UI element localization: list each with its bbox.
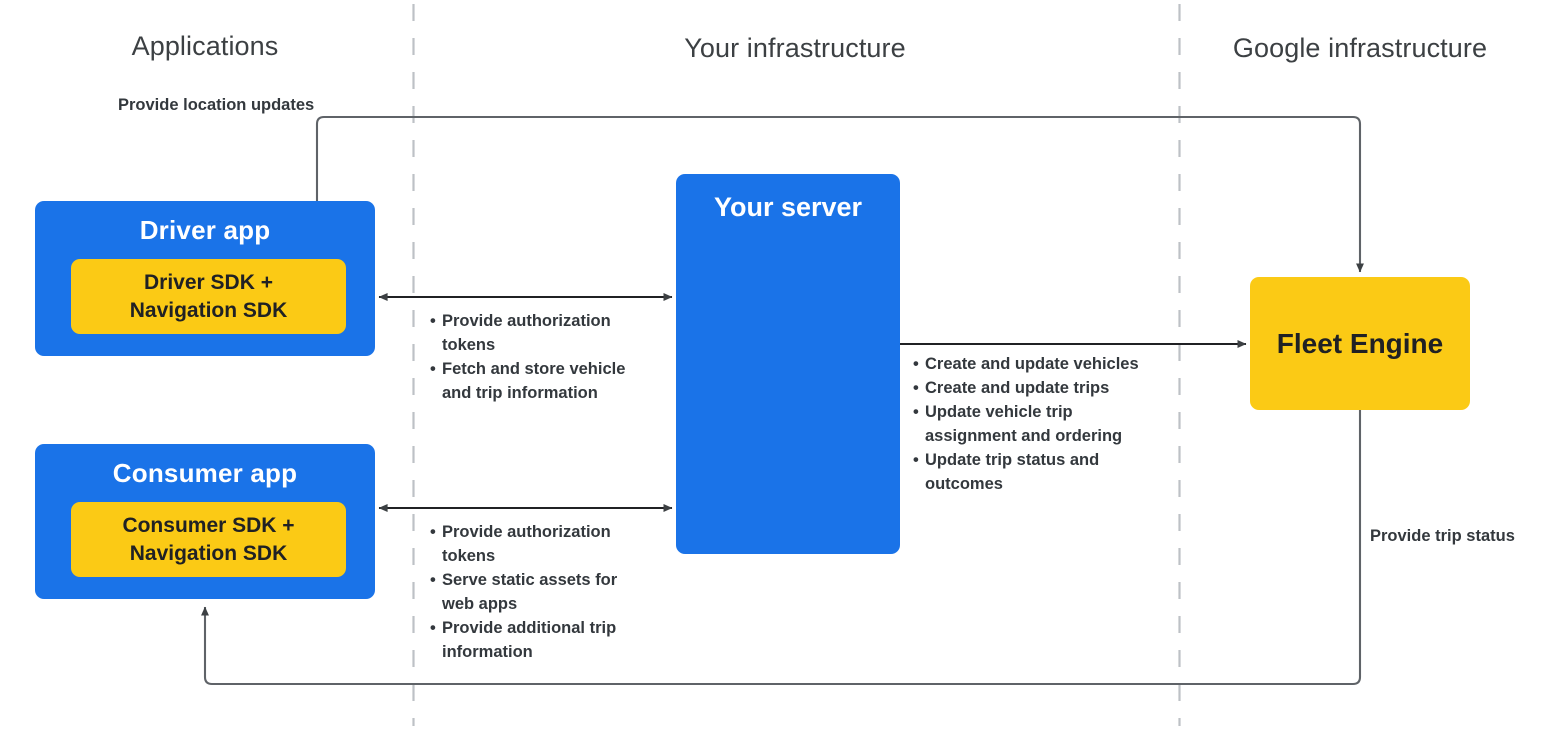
consumer-app-title: Consumer app (112, 458, 298, 488)
node-driver-sdk[interactable]: Driver SDK + Navigation SDK (71, 259, 346, 334)
node-consumer-app[interactable]: Consumer app Consumer SDK + Navigation S… (35, 444, 375, 599)
list-consumer-to-server: Provide authorization tokens Serve stati… (430, 520, 630, 664)
node-driver-app[interactable]: Driver app Driver SDK + Navigation SDK (35, 201, 375, 356)
list-server-to-fleet: Create and update vehicles Create and up… (913, 352, 1161, 496)
list-item: Create and update vehicles (913, 352, 1161, 376)
list-driver-to-server: Provide authorization tokens Fetch and s… (430, 309, 652, 405)
label-provide-trip-status: Provide trip status (1370, 527, 1515, 545)
driver-sdk-line-2: Navigation SDK (129, 298, 288, 322)
list-item: Create and update trips (913, 376, 1161, 400)
consumer-sdk-line-1: Consumer SDK + (122, 513, 295, 537)
list-item: Provide additional trip information (430, 616, 630, 664)
driver-sdk-line-1: Driver SDK + (144, 270, 273, 294)
node-your-server[interactable]: Your server (676, 174, 900, 554)
column-header-google-infrastructure: Google infrastructure (1232, 33, 1488, 63)
node-consumer-sdk[interactable]: Consumer SDK + Navigation SDK (71, 502, 346, 577)
consumer-sdk-line-2: Navigation SDK (129, 541, 288, 565)
fleet-engine-title: Fleet Engine (1276, 327, 1444, 359)
your-server-title: Your server (713, 192, 863, 222)
column-header-applications: Applications (131, 31, 279, 61)
column-header-your-infrastructure: Your infrastructure (684, 33, 906, 63)
list-item: Provide authorization tokens (430, 520, 630, 568)
list-item: Update trip status and outcomes (913, 448, 1161, 496)
node-fleet-engine[interactable]: Fleet Engine (1250, 277, 1470, 410)
list-item: Fetch and store vehicle and trip informa… (430, 357, 652, 405)
list-item: Update vehicle trip assignment and order… (913, 400, 1161, 448)
label-provide-location-updates: Provide location updates (118, 96, 315, 114)
list-item: Serve static assets for web apps (430, 568, 630, 616)
driver-app-title: Driver app (139, 215, 271, 245)
list-item: Provide authorization tokens (430, 309, 652, 357)
